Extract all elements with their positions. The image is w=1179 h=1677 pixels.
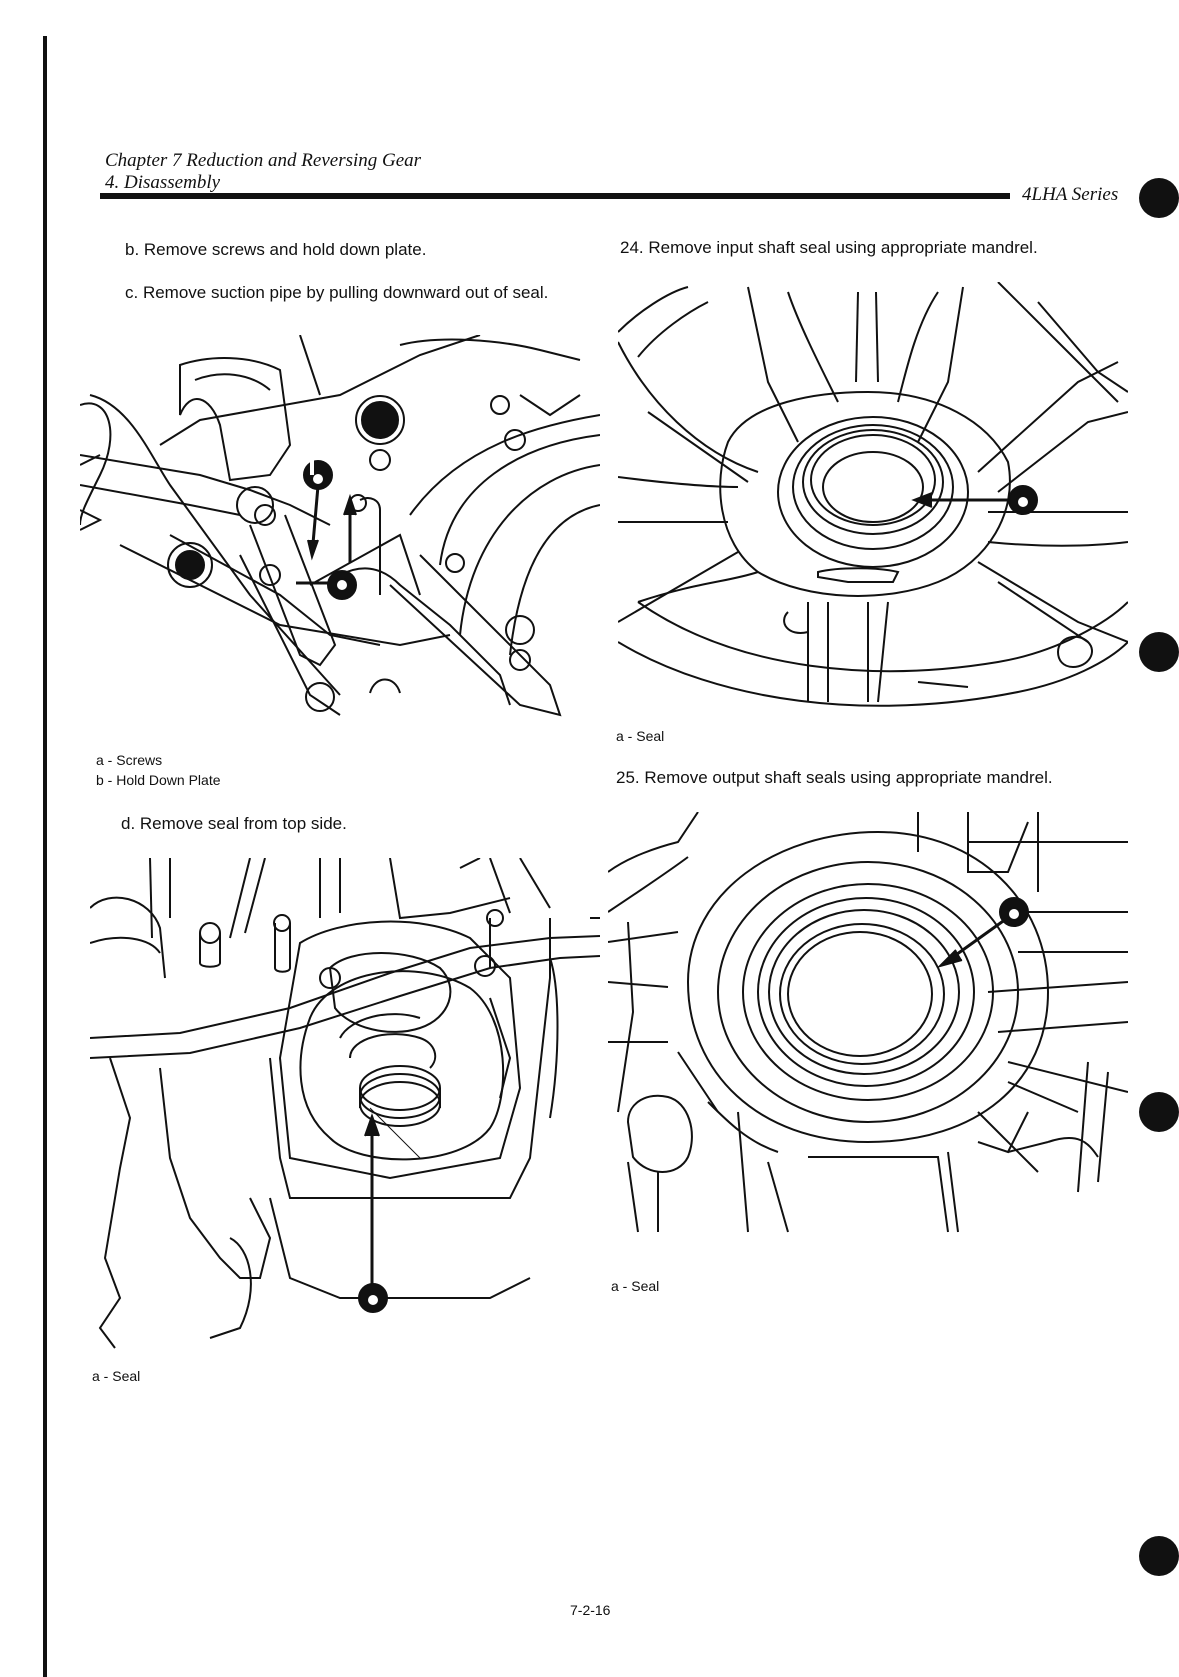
series-label: 4LHA Series <box>1022 184 1119 205</box>
step-25: 25. Remove output shaft seals using appr… <box>616 768 1053 787</box>
figure2-caption: a - Seal <box>92 1368 141 1384</box>
header-rule <box>100 193 1010 199</box>
figure-suction-pipe-illustration <box>80 335 600 775</box>
step-24: 24. Remove input shaft seal using approp… <box>620 238 1038 257</box>
section-title: 4. Disassembly <box>105 172 221 193</box>
punch-hole-mark <box>1139 1092 1179 1132</box>
figure1-caption-b: b - Hold Down Plate <box>96 772 221 788</box>
binder-edge-line <box>43 36 47 1677</box>
figure1-caption-a: a - Screws <box>96 752 163 768</box>
step-c: c. Remove suction pipe by pulling downwa… <box>125 283 549 302</box>
step-d: d. Remove seal from top side. <box>121 814 347 833</box>
figure-output-shaft-seal-illustration <box>608 812 1128 1242</box>
punch-hole-mark <box>1139 1536 1179 1576</box>
figure3-caption: a - Seal <box>616 728 665 744</box>
page-number: 7-2-16 <box>570 1602 611 1618</box>
figure4-caption: a - Seal <box>611 1278 660 1294</box>
figure-top-side-seal-illustration <box>90 858 600 1358</box>
figure-input-shaft-seal-illustration <box>618 282 1128 722</box>
step-b: b. Remove screws and hold down plate. <box>125 240 427 259</box>
chapter-title: Chapter 7 Reduction and Reversing Gear <box>105 150 422 171</box>
punch-hole-mark <box>1139 178 1179 218</box>
punch-hole-mark <box>1139 632 1179 672</box>
